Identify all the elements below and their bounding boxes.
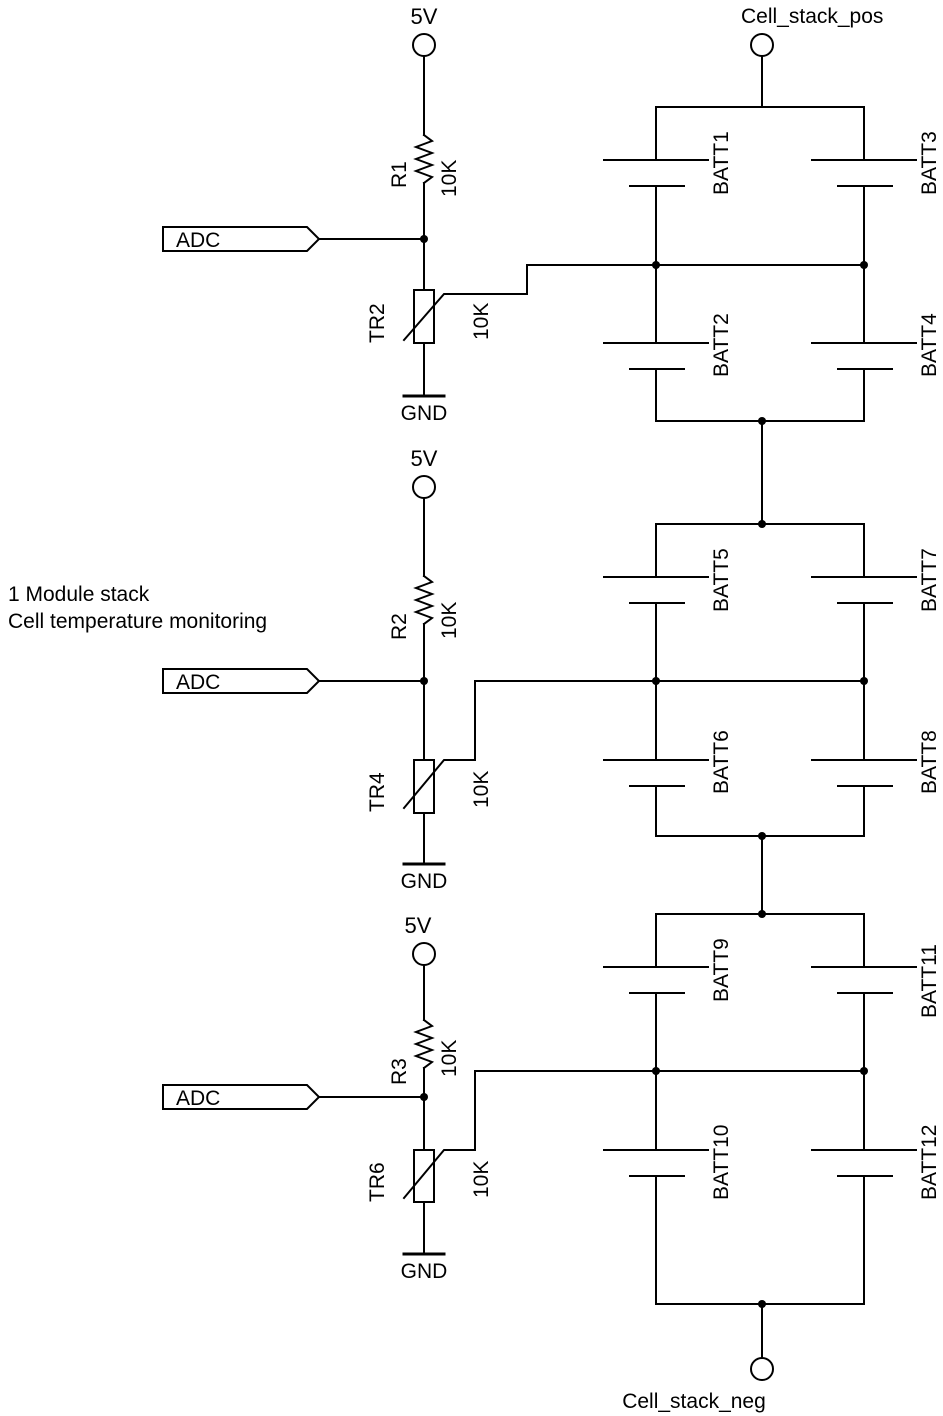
supply-terminal-2: [412, 475, 436, 499]
thermistor-value-1: 10K: [470, 303, 493, 340]
adc-label-3: ADC: [176, 1087, 220, 1110]
resistor-r2-symbol: [413, 574, 435, 626]
adc-label-2: ADC: [176, 671, 220, 694]
resistor-r1-symbol: [413, 133, 435, 185]
note-line-1: 1 Module stack: [8, 583, 150, 606]
note-line-2: Cell temperature monitoring: [8, 610, 267, 633]
supply-label-3: 5V: [405, 913, 432, 938]
ground-label-2: GND: [401, 870, 448, 893]
batt4-label: BATT4: [918, 313, 941, 377]
resistor-ref-3: R3: [388, 1058, 411, 1085]
batt6-label: BATT6: [710, 730, 733, 794]
supply-label-1: 5V: [411, 4, 438, 29]
adc-port-2: [162, 668, 321, 694]
batt9-label: BATT9: [710, 938, 733, 1002]
stack-pos-terminal: [750, 33, 774, 57]
batt12-label: BATT12: [918, 1125, 941, 1200]
thermistor-ref-3: TR6: [366, 1162, 389, 1202]
batt7-label: BATT7: [918, 548, 941, 612]
thermistor-value-3: 10K: [470, 1161, 493, 1198]
resistor-ref-1: R1: [388, 161, 411, 188]
battery-module-2: BATT5 BATT6 BATT7 BATT8: [603, 520, 941, 840]
adc-port-1: [162, 226, 321, 252]
thermistor-value-2: 10K: [470, 771, 493, 808]
supply-terminal-3: [412, 942, 436, 966]
batt1-label: BATT1: [710, 131, 733, 195]
resistor-value-3: 10K: [438, 1040, 461, 1077]
stack-neg-terminal: [750, 1357, 774, 1381]
battery-module-1: Cell_stack_pos BATT1 BATT2: [603, 5, 941, 425]
thermistor-tr4-symbol: [413, 759, 435, 814]
adc-label-1: ADC: [176, 229, 220, 252]
resistor-r3-symbol: [413, 1018, 435, 1070]
batt8-label: BATT8: [918, 730, 941, 794]
sensor-circuit-1: 5V R1 10K ADC GND TR2 10K: [162, 4, 657, 425]
resistor-ref-2: R2: [388, 613, 411, 640]
sensor-circuit-2: 5V R2 10K ADC GND TR4 10K: [162, 446, 657, 893]
ground-label-3: GND: [401, 1260, 448, 1283]
batt10-label: BATT10: [710, 1125, 733, 1200]
stack-pos-label: Cell_stack_pos: [741, 5, 883, 28]
battery-module-3: BATT9 BATT10 BATT11 BATT12 Cell_stack_ne…: [603, 910, 941, 1413]
resistor-value-2: 10K: [438, 602, 461, 639]
thermistor-ref-1: TR2: [366, 303, 389, 343]
supply-label-2: 5V: [411, 446, 438, 471]
adc-port-3: [162, 1084, 321, 1110]
batt11-label: BATT11: [918, 944, 941, 1018]
resistor-value-1: 10K: [438, 160, 461, 197]
batt5-label: BATT5: [710, 548, 733, 612]
thermistor-ref-2: TR4: [366, 772, 389, 812]
thermistor-tr6-symbol: [413, 1149, 435, 1203]
stack-neg-label: Cell_stack_neg: [622, 1390, 766, 1413]
batt2-label: BATT2: [710, 313, 733, 377]
batt3-label: BATT3: [918, 131, 941, 195]
ground-label-1: GND: [401, 402, 448, 425]
supply-terminal-1: [412, 33, 436, 57]
sensor-circuit-3: 5V R3 10K ADC GND TR6 10K: [162, 913, 657, 1283]
